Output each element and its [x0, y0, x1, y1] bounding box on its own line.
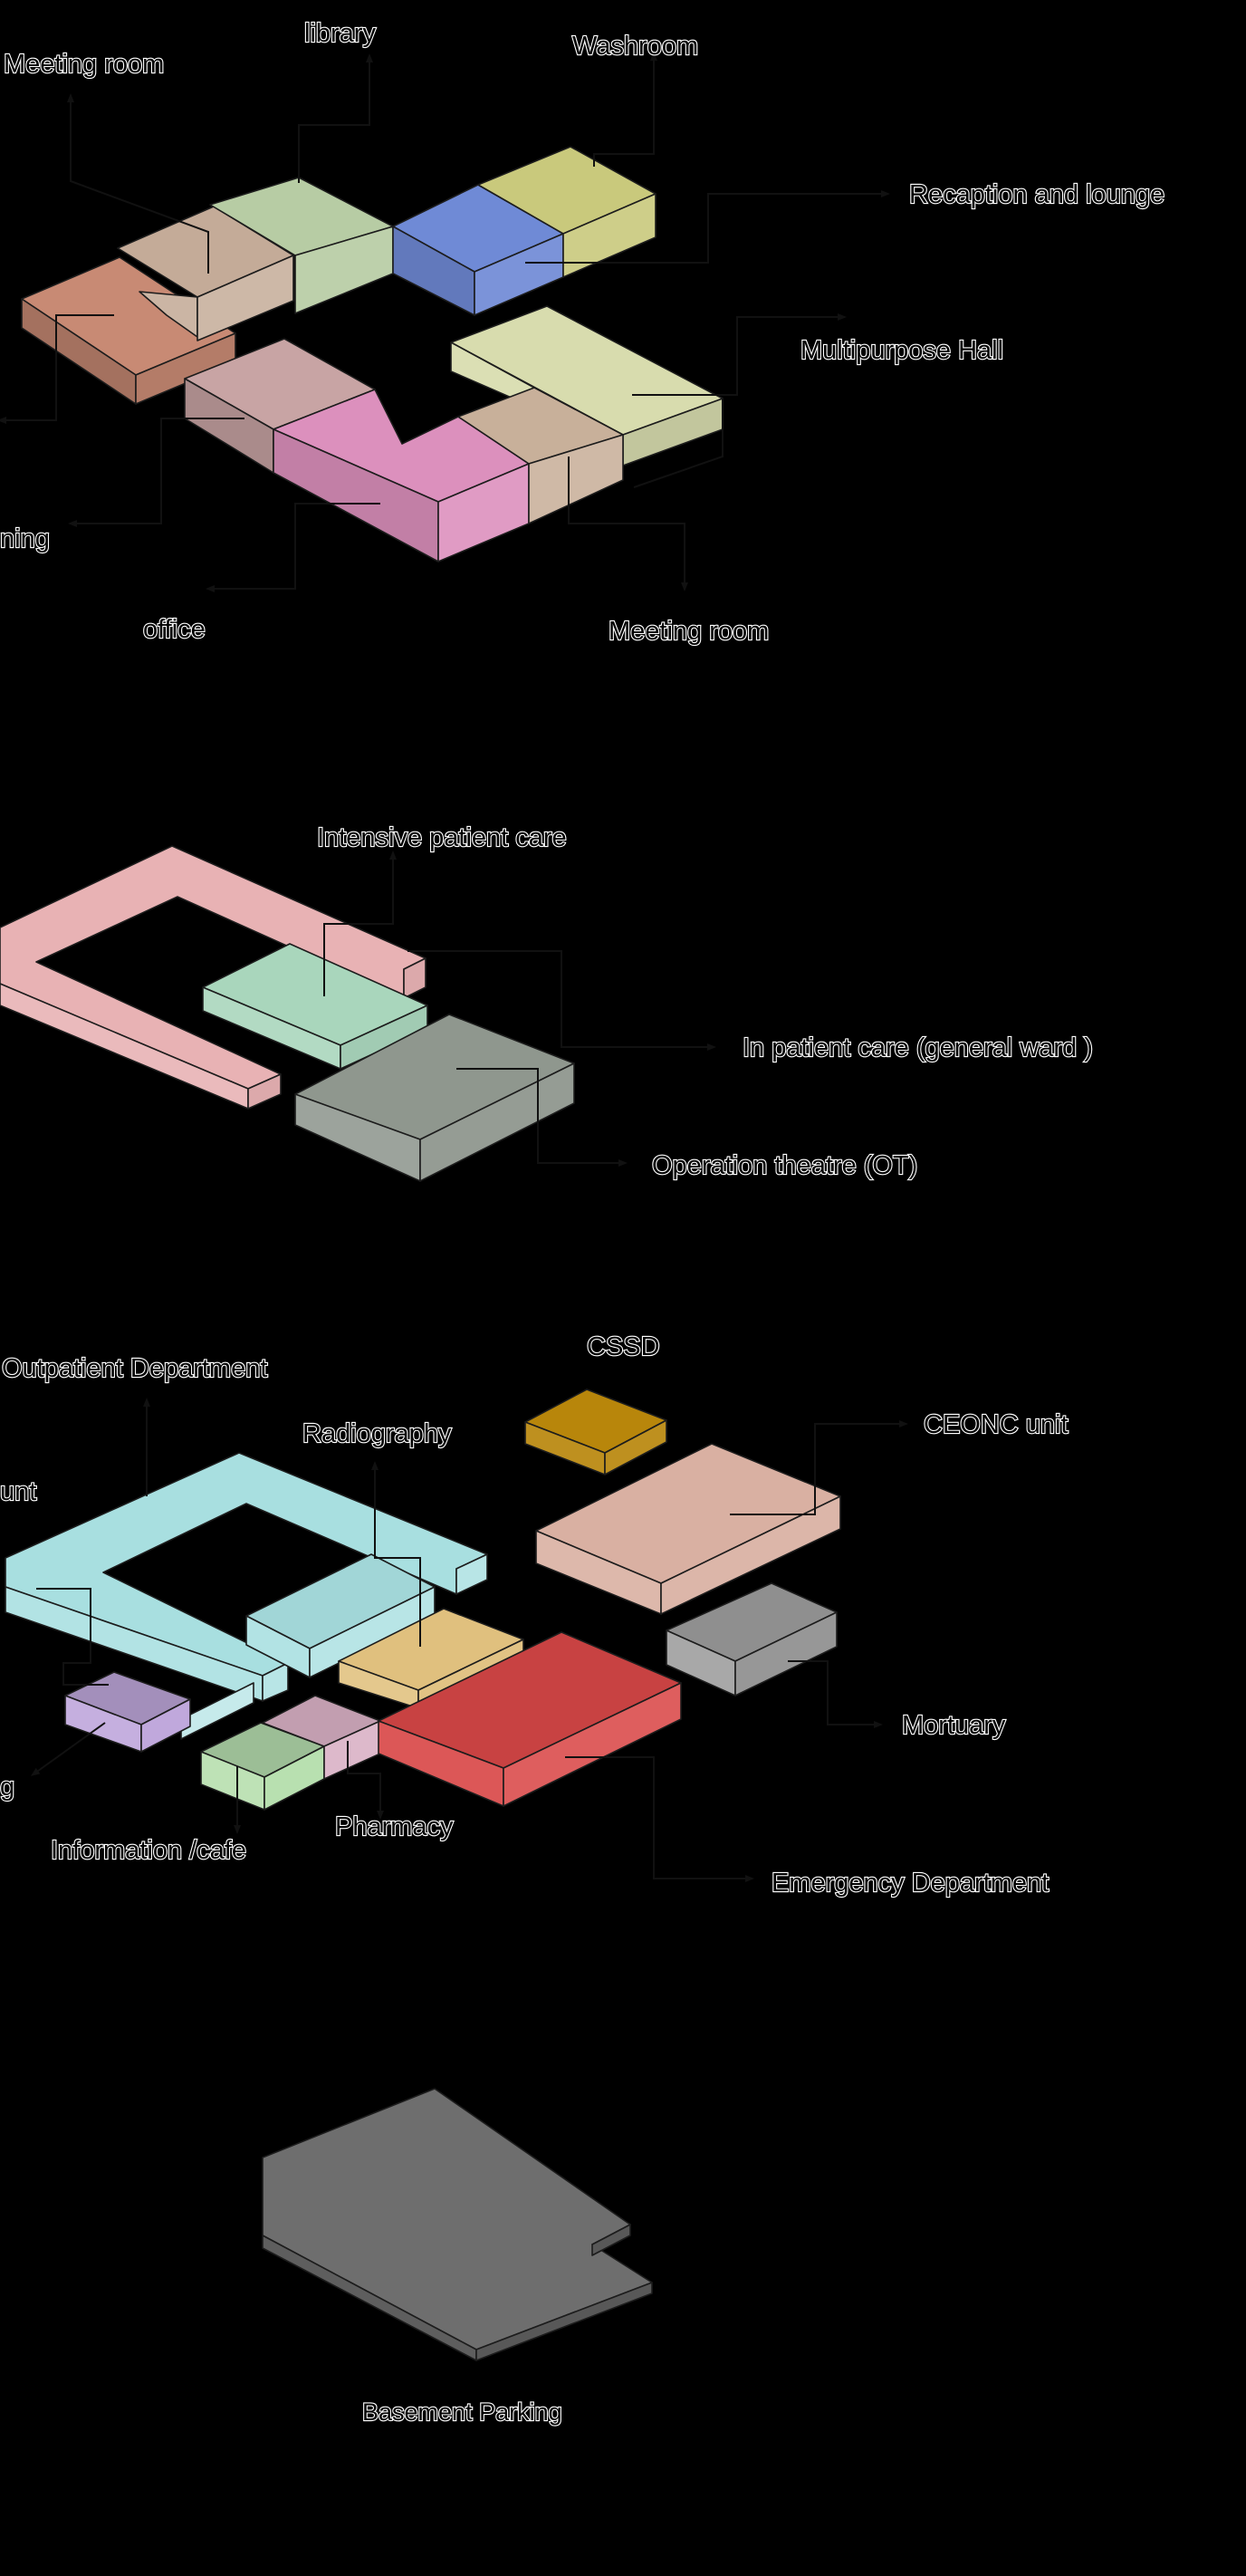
label-account: unt [0, 1477, 36, 1506]
block-right [528, 434, 624, 524]
label-general-ward: In patient care (general ward ) [743, 1033, 1093, 1062]
block-right [140, 1698, 191, 1753]
block-right [475, 2282, 653, 2361]
leader-ceonc [730, 1420, 908, 1515]
leader-radiography [371, 1461, 421, 1647]
label-information: Information /cafe [51, 1836, 246, 1865]
block-right [196, 255, 294, 341]
block-intensive-care [202, 943, 428, 1070]
leader-icu [323, 851, 397, 996]
block-pharmacy [262, 1695, 381, 1780]
label-outpatient-department: Outpatient Department [2, 1354, 267, 1383]
leader-multipurpose-2 [633, 399, 724, 488]
leader-ot [456, 1068, 628, 1167]
block-meeting-room [117, 206, 294, 341]
block-outpatient-department [5, 1452, 488, 1702]
label-meeting-room-2: Meeting room [609, 617, 769, 646]
leader-training [68, 418, 244, 527]
block-cssd [524, 1389, 667, 1475]
label-ceonc: CEONC unit [924, 1410, 1069, 1439]
leader-account [36, 1588, 109, 1686]
label-multipurpose-hall: Multipurpose Hall [800, 336, 1003, 365]
label-washroom: Washroom [572, 32, 698, 61]
floor-basement: Basement Parking [262, 2088, 653, 2427]
block-right [591, 2224, 631, 2256]
block-right [419, 1062, 575, 1182]
block-right [734, 1611, 838, 1697]
label-cssd: CSSD [587, 1332, 660, 1361]
block-terracotta [21, 256, 236, 405]
leader-meeting-room-2 [568, 457, 688, 591]
label-operation-theatre: Operation theatre (OT) [652, 1151, 917, 1180]
block-right [262, 1662, 289, 1702]
block-right [455, 1553, 488, 1595]
block-reception [392, 184, 564, 316]
block-opd-inner [245, 1553, 436, 1678]
floor-top: Meeting room library Washroom Recaption … [0, 18, 1165, 647]
leader-reception [525, 190, 890, 264]
block-mortuary [666, 1582, 838, 1697]
leader-mortuary [788, 1660, 883, 1728]
floor-second: Intensive patient care In patient care (… [0, 822, 1094, 1182]
label-pharmacy: Pharmacy [335, 1812, 454, 1841]
block-ceonc [535, 1443, 841, 1615]
label-intensive-care: Intensive patient care [317, 823, 567, 852]
label-reception: Recaption and lounge [909, 180, 1165, 209]
block-right [247, 1073, 282, 1110]
label-emergency: Emergency Department [772, 1869, 1049, 1898]
label-basement-parking: Basement Parking [362, 2398, 562, 2426]
block-emergency [378, 1631, 682, 1807]
block-connector [180, 1682, 254, 1740]
label-training: ning [0, 524, 50, 553]
block-information [200, 1722, 325, 1811]
leader-terracotta [0, 314, 114, 424]
block-multipurpose-hall [450, 305, 724, 466]
label-mortuary: Mortuary [902, 1711, 1006, 1740]
block-operation-theatre [294, 1014, 575, 1182]
leader-ward [407, 950, 716, 1051]
label-radiography: Radiography [302, 1419, 452, 1448]
leader-meeting-room [67, 93, 209, 274]
label-office: office [143, 615, 206, 644]
block-basement-parking [262, 2088, 653, 2361]
leader-multipurpose [632, 313, 847, 396]
block-general-ward [0, 845, 427, 1110]
leader-office [206, 503, 380, 592]
leader-waiting [30, 1722, 106, 1776]
block-meeting-room-2 [457, 387, 624, 524]
block-right [403, 957, 427, 999]
block-right [660, 1495, 841, 1615]
block-office [273, 389, 530, 562]
label-library: library [304, 19, 376, 48]
block-right [503, 1682, 682, 1807]
label-meeting-room: Meeting room [4, 50, 164, 79]
leader-library [298, 53, 373, 183]
block-right [604, 1419, 667, 1475]
leader-pharmacy [347, 1741, 384, 1820]
leader-emergency [565, 1756, 754, 1882]
label-waiting: g [0, 1773, 14, 1802]
floor-ground: Outpatient Department Radiography CSSD C… [0, 1331, 1069, 1898]
leader-washroom [593, 52, 657, 167]
